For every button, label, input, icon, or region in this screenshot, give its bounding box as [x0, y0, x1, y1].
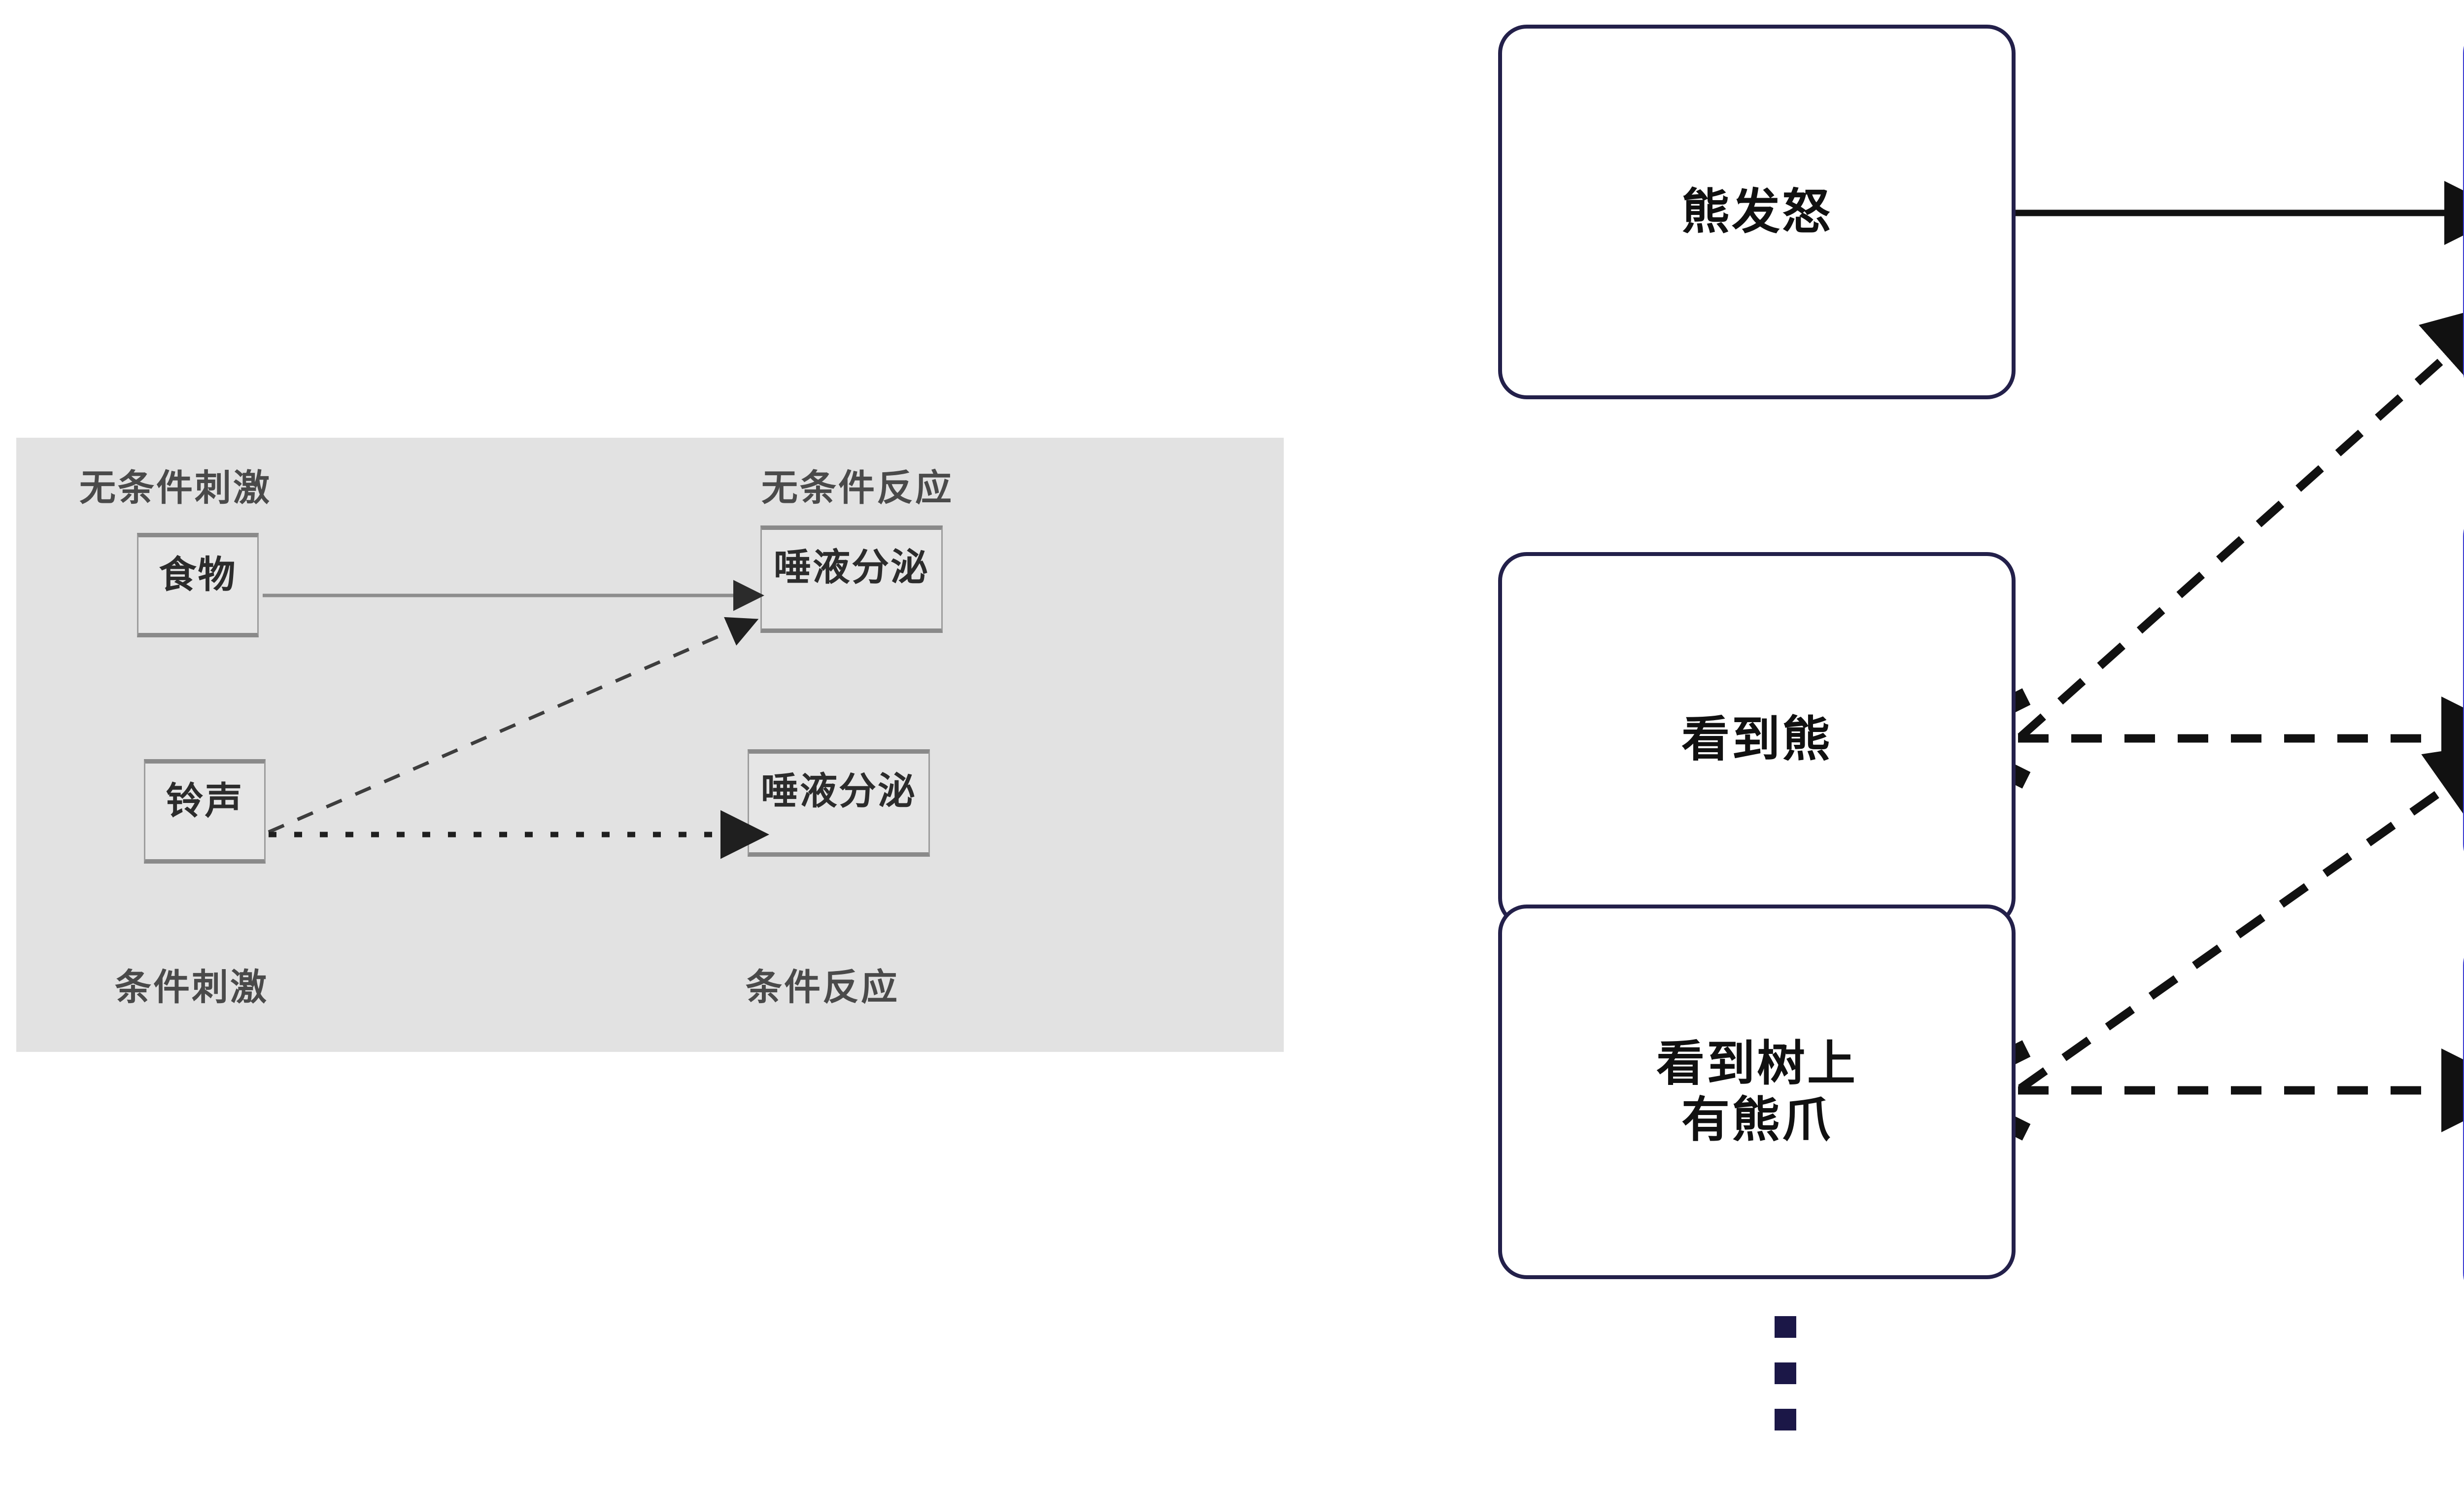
box-salivation-top: 唾液分泌	[760, 525, 943, 633]
ellipsis-dot	[1775, 1409, 1796, 1430]
rl-arrows-layer	[1478, 181, 2464, 1499]
conditioned-stimulus-footer: 条件刺激	[115, 967, 269, 1008]
box-bell: 铃声	[144, 759, 266, 864]
box-salivation-bottom-label: 唾液分泌	[761, 770, 917, 812]
box-see-bear-label: 看到熊	[1681, 712, 1832, 767]
box-see-claw: 看到树上 有熊爪	[1498, 905, 2016, 1279]
arrow-see-claw-to-v-s-prime	[2018, 740, 2464, 1092]
unconditioned-stimulus-header: 无条件刺激	[79, 467, 272, 508]
ellipsis-left-column	[1775, 1316, 1796, 1430]
conditioned-response-footer: 条件反应	[746, 967, 899, 1008]
ellipsis-dot	[1775, 1362, 1796, 1384]
box-food-label: 食物	[159, 554, 237, 596]
unconditioned-response-header: 无条件反应	[761, 467, 954, 508]
arrow-bell-to-salivation-top	[268, 617, 759, 834]
classical-arrows-layer	[263, 580, 769, 859]
arrow-see-bear-to-reward	[2018, 300, 2464, 740]
box-see-claw-label: 看到树上 有熊爪	[1656, 1036, 1857, 1147]
box-bear-angry: 熊发怒	[1498, 25, 2016, 399]
box-food: 食物	[137, 533, 259, 637]
box-salivation-bottom: 唾液分泌	[748, 749, 930, 857]
box-bell-label: 铃声	[166, 780, 244, 822]
classical-conditioning-panel: 无条件刺激 无条件反应 食物 铃声 唾液分泌 唾液分泌 条件刺激 条件反应	[16, 438, 1284, 1052]
box-bear-angry-label: 熊发怒	[1681, 184, 1832, 239]
box-see-bear: 看到熊	[1498, 552, 2016, 927]
box-salivation-top-label: 唾液分泌	[774, 547, 929, 589]
ellipsis-dot	[1775, 1316, 1796, 1338]
td-learning-panel: 熊发怒 看到熊 看到树上 有熊爪 奖励 V(s′) V(s)	[1478, 0, 2464, 1499]
